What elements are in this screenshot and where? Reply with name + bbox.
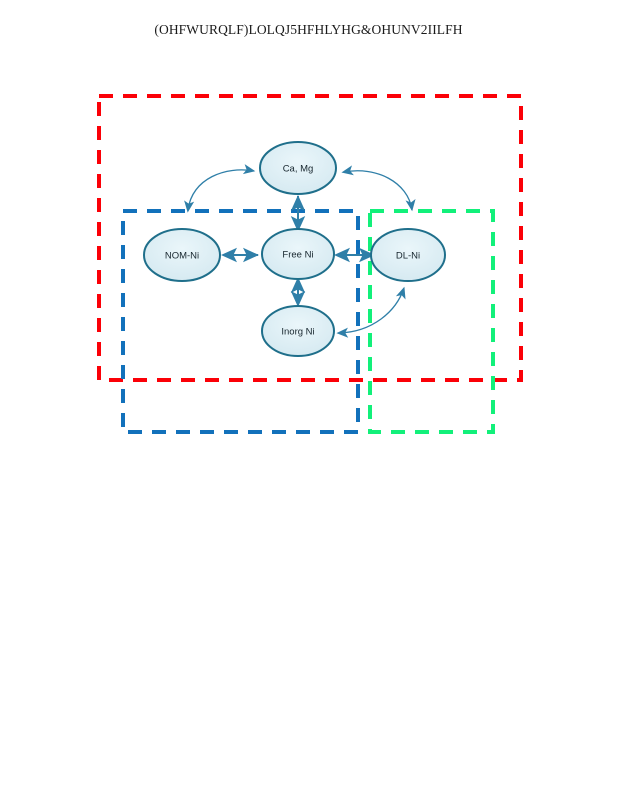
node-dl-ni-label: DL-Ni [396, 251, 420, 262]
node-dl-ni-shape[interactable] [370, 228, 446, 282]
node-ca-mg-shape[interactable] [259, 141, 337, 195]
node-free-ni[interactable]: Free Ni [261, 228, 335, 280]
node-ca-mg-label: Ca, Mg [283, 164, 314, 175]
node-ca-mg[interactable]: Ca, Mg [259, 141, 337, 195]
connectors [184, 164, 416, 338]
connector-camg-left-curve [184, 164, 256, 213]
node-nom-ni-label: NOM-Ni [165, 251, 199, 262]
node-free-ni-label: Free Ni [282, 250, 313, 261]
node-inorg-ni-label: Inorg Ni [281, 327, 314, 338]
document-header-stamp: (OHFWURQLF)LOLQJ5HFHLYHG&OHUNV2IILFH [154, 22, 463, 37]
node-nom-ni[interactable]: NOM-Ni [143, 228, 221, 282]
node-free-ni-shape[interactable] [261, 228, 335, 280]
diagram-nodes: Ca, Mg NOM-Ni Free Ni DL-Ni Inorg Ni [143, 141, 446, 357]
node-inorg-ni-shape[interactable] [261, 305, 335, 357]
node-dl-ni[interactable]: DL-Ni [370, 228, 446, 282]
node-inorg-ni[interactable]: Inorg Ni [261, 305, 335, 357]
box-red-total-nickel [97, 94, 523, 382]
connector-camg-right-curve [341, 165, 416, 212]
node-nom-ni-shape[interactable] [143, 228, 221, 282]
connector-inorg-to-dl [336, 286, 406, 338]
